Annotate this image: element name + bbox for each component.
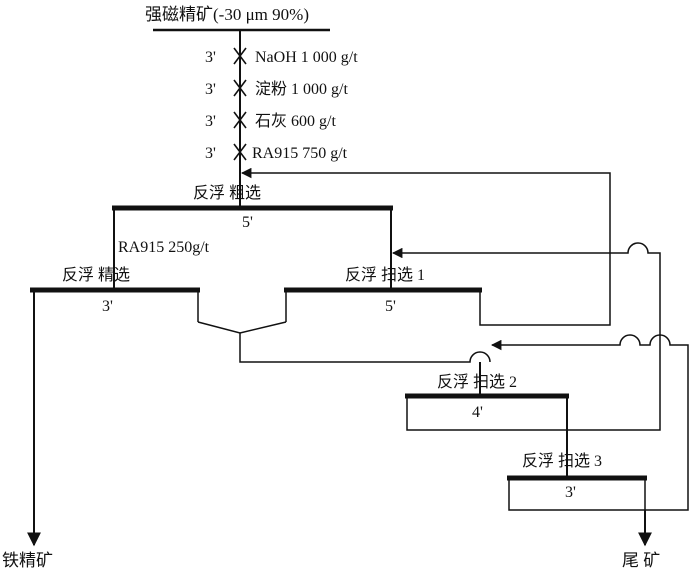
return-line-scav1-to-rougher [240,167,611,326]
cleaner-time: 3' [102,298,113,315]
scavenger-2-cell: 反浮 扫选 2 4' [405,373,569,478]
reagent-time: 3' [205,145,216,162]
addition-cross-icon [233,47,247,65]
cleaner-title: 反浮 精选 [62,266,130,284]
reagent-name: 石灰 600 g/t [255,112,336,130]
feed-label: 强磁精矿(-30 μm 90%) [145,5,309,24]
reagent-time: 3' [205,49,216,66]
addition-cross-icon [233,79,247,97]
tailings-line [640,502,656,510]
reagent-time: 3' [205,113,216,130]
scavenger-3-box [508,478,645,511]
reagent-addition-4: 3' RA915 750 g/t [205,143,348,162]
scavenger-1-time: 5' [385,298,396,315]
cleaner-reagent-label: RA915 250g/t [118,239,210,256]
scavenger-3-title: 反浮 扫选 3 [522,452,602,470]
reagent-addition-2: 3' 淀粉 1 000 g/t [205,79,348,98]
reagent-name: 淀粉 1 000 g/t [255,80,348,98]
reagent-addition-3: 3' 石灰 600 g/t [205,111,336,130]
reagent-name: RA915 750 g/t [252,145,348,162]
reagent-name: NaOH 1 000 g/t [255,49,358,66]
return-line-scav3-to-scav2 [490,334,689,511]
rougher-time: 5' [242,214,253,231]
scavenger-1-title: 反浮 扫选 1 [345,266,425,284]
rougher-title: 反浮 粗选 [193,184,261,202]
reagent-addition-1: 3' NaOH 1 000 g/t [205,47,358,66]
middling-line-to-scav2 [239,333,491,363]
addition-cross-icon [233,143,247,161]
scavenger-2-title: 反浮 扫选 2 [437,373,517,391]
concentrate-output-label: 铁精矿 [2,551,53,570]
scavenger-3-cell: 反浮 扫选 3 3' [507,452,656,547]
scavenger-3-time: 3' [565,484,576,501]
rougher-cell: 反浮 粗选 5' [112,184,393,290]
addition-cross-icon [233,111,247,129]
reagent-time: 3' [205,81,216,98]
cleaner-cell: 反浮 精选 3' [27,266,200,547]
scavenger-1-cell: 反浮 扫选 1 5' [284,266,482,322]
scavenger-2-box [406,396,567,431]
scavenger-2-time: 4' [472,404,483,421]
tailings-output-label: 尾 矿 [622,551,660,570]
return-line-scav2-to-scav1 [391,242,661,431]
middling-hopper [197,321,287,334]
